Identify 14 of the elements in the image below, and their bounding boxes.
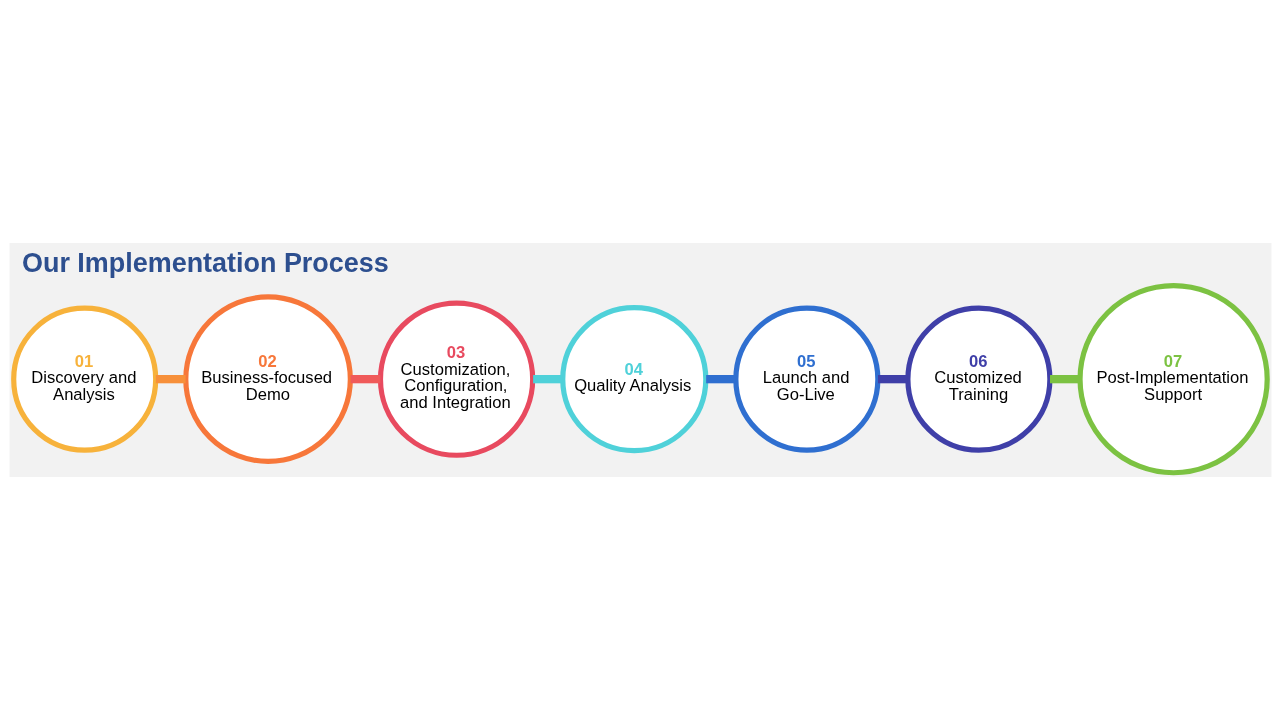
- node-circle: 06 Customized Training: [904, 305, 1052, 453]
- connector: [532, 375, 563, 384]
- connector: [877, 375, 908, 384]
- diagram-title: Our Implementation Process: [21, 247, 389, 278]
- node-circle: 05 Launch and Go-Live: [732, 305, 880, 453]
- connector: [155, 375, 186, 384]
- connector: [705, 375, 736, 384]
- node-circle: 04 Quality Analysis: [559, 305, 708, 454]
- node-circle: 07 Post-Implementation Support: [1076, 283, 1270, 476]
- connector: [350, 375, 380, 384]
- node-circle: 03 Customization, Configuration, and Integration: [377, 300, 535, 458]
- node-circle: 01 Discovery and Analysis: [10, 305, 158, 453]
- connector: [1049, 375, 1080, 384]
- node-circle: 02 Business-focused Demo: [182, 294, 353, 464]
